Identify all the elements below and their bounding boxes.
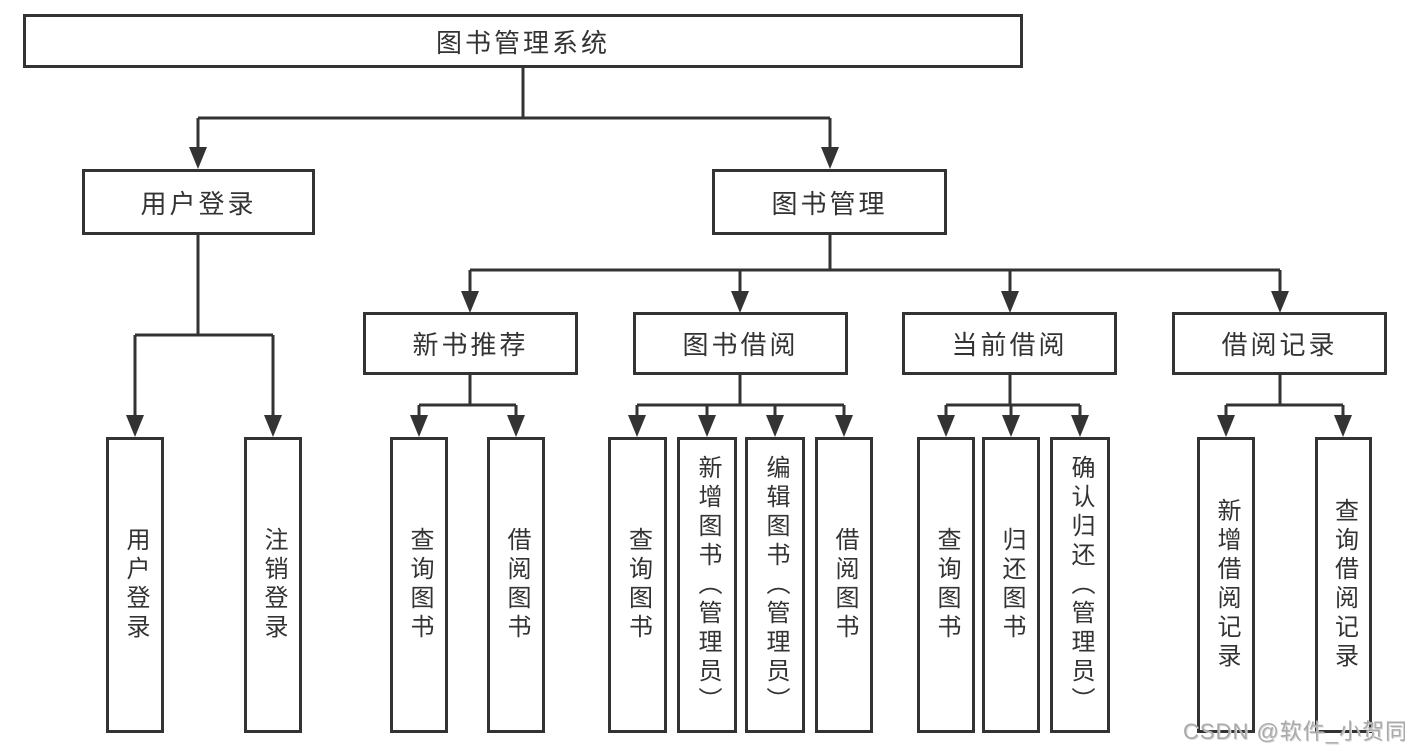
node-root: 图书管理系统 [23,14,1023,68]
arrow-down-icon [1001,291,1019,313]
arrow-down-icon [698,415,716,437]
arrowheads [126,147,1352,437]
watermark: CSDN @软件_小贺同学 [1183,719,1405,744]
node-user-login: 用户登录 [82,169,315,235]
leaf-current-query-book-label: 查询图书 [933,527,960,643]
leaf-borrow-borrow-book-label: 借阅图书 [831,527,858,643]
arrow-down-icon [264,415,282,437]
arrow-down-icon [507,415,525,437]
wire-userlogin-children [133,235,275,417]
wire-bookmgmt-children [468,235,1282,293]
node-borrow-records: 借阅记录 [1172,312,1387,375]
leaf-current-query-book: 查询图书 [917,437,975,733]
node-current-borrow-label: 当前借阅 [951,330,1068,360]
leaf-recommend-query-book-label: 查询图书 [406,527,433,643]
arrow-down-icon [766,415,784,437]
arrow-down-icon [937,415,955,437]
arrow-down-icon [821,147,839,169]
leaf-user-login-label: 用户登录 [122,527,149,643]
leaf-borrow-add-book-label: 新增图书（管理员） [694,454,721,716]
node-book-management: 图书管理 [712,169,947,235]
leaf-current-confirm-return-label: 确认归还（管理员） [1067,454,1094,716]
node-book-borrow: 图书借阅 [633,312,848,375]
arrow-down-icon [189,147,207,169]
leaf-borrow-add-book: 新增图书（管理员） [677,437,737,733]
leaf-borrow-edit-book: 编辑图书（管理员） [745,437,805,733]
arrow-down-icon [1002,415,1020,437]
arrow-down-icon [1217,415,1235,437]
arrow-down-icon [1271,291,1289,313]
leaf-logout: 注销登录 [244,437,302,733]
leaf-user-login: 用户登录 [106,437,164,733]
node-book-management-label: 图书管理 [771,188,888,219]
leaf-borrow-query-book-label: 查询图书 [624,527,652,643]
leaf-logout-label: 注销登录 [260,527,287,643]
node-borrow-records-label: 借阅记录 [1221,330,1338,360]
leaf-recommend-query-book: 查询图书 [390,437,448,733]
connector-paths [133,68,1345,417]
node-user-login-label: 用户登录 [140,188,257,219]
wire-root-to-level2 [196,68,832,150]
arrow-down-icon [1071,415,1089,437]
wire-records-children [1224,375,1345,417]
arrow-down-icon [731,291,749,313]
node-new-book-recommend-label: 新书推荐 [412,330,529,360]
node-book-borrow-label: 图书借阅 [682,330,799,360]
arrow-down-icon [628,415,646,437]
node-new-book-recommend: 新书推荐 [363,312,578,375]
arrow-down-icon [461,291,479,313]
leaf-recommend-borrow-book-label: 借阅图书 [503,527,530,643]
leaf-records-add-label: 新增借阅记录 [1213,498,1240,672]
leaf-current-confirm-return: 确认归还（管理员） [1050,437,1110,733]
wire-borrow-children [635,375,846,417]
leaf-records-query: 查询借阅记录 [1315,437,1372,733]
arrow-down-icon [1334,415,1352,437]
leaf-borrow-borrow-book: 借阅图书 [815,437,873,733]
arrow-down-icon [835,415,853,437]
arrow-down-icon [126,415,144,437]
node-current-borrow: 当前借阅 [902,312,1117,375]
leaf-records-add: 新增借阅记录 [1197,437,1255,733]
leaf-borrow-edit-book-label: 编辑图书（管理员） [762,454,789,716]
leaf-current-return-book-label: 归还图书 [998,527,1025,643]
arrow-down-icon [410,415,428,437]
wire-recommend-children [417,375,518,417]
node-root-label: 图书管理系统 [435,27,610,58]
leaf-records-query-label: 查询借阅记录 [1330,498,1358,672]
leaf-borrow-query-book: 查询图书 [608,437,667,733]
wire-current-children [944,375,1082,417]
leaf-current-return-book: 归还图书 [982,437,1040,733]
leaf-recommend-borrow-book: 借阅图书 [487,437,545,733]
